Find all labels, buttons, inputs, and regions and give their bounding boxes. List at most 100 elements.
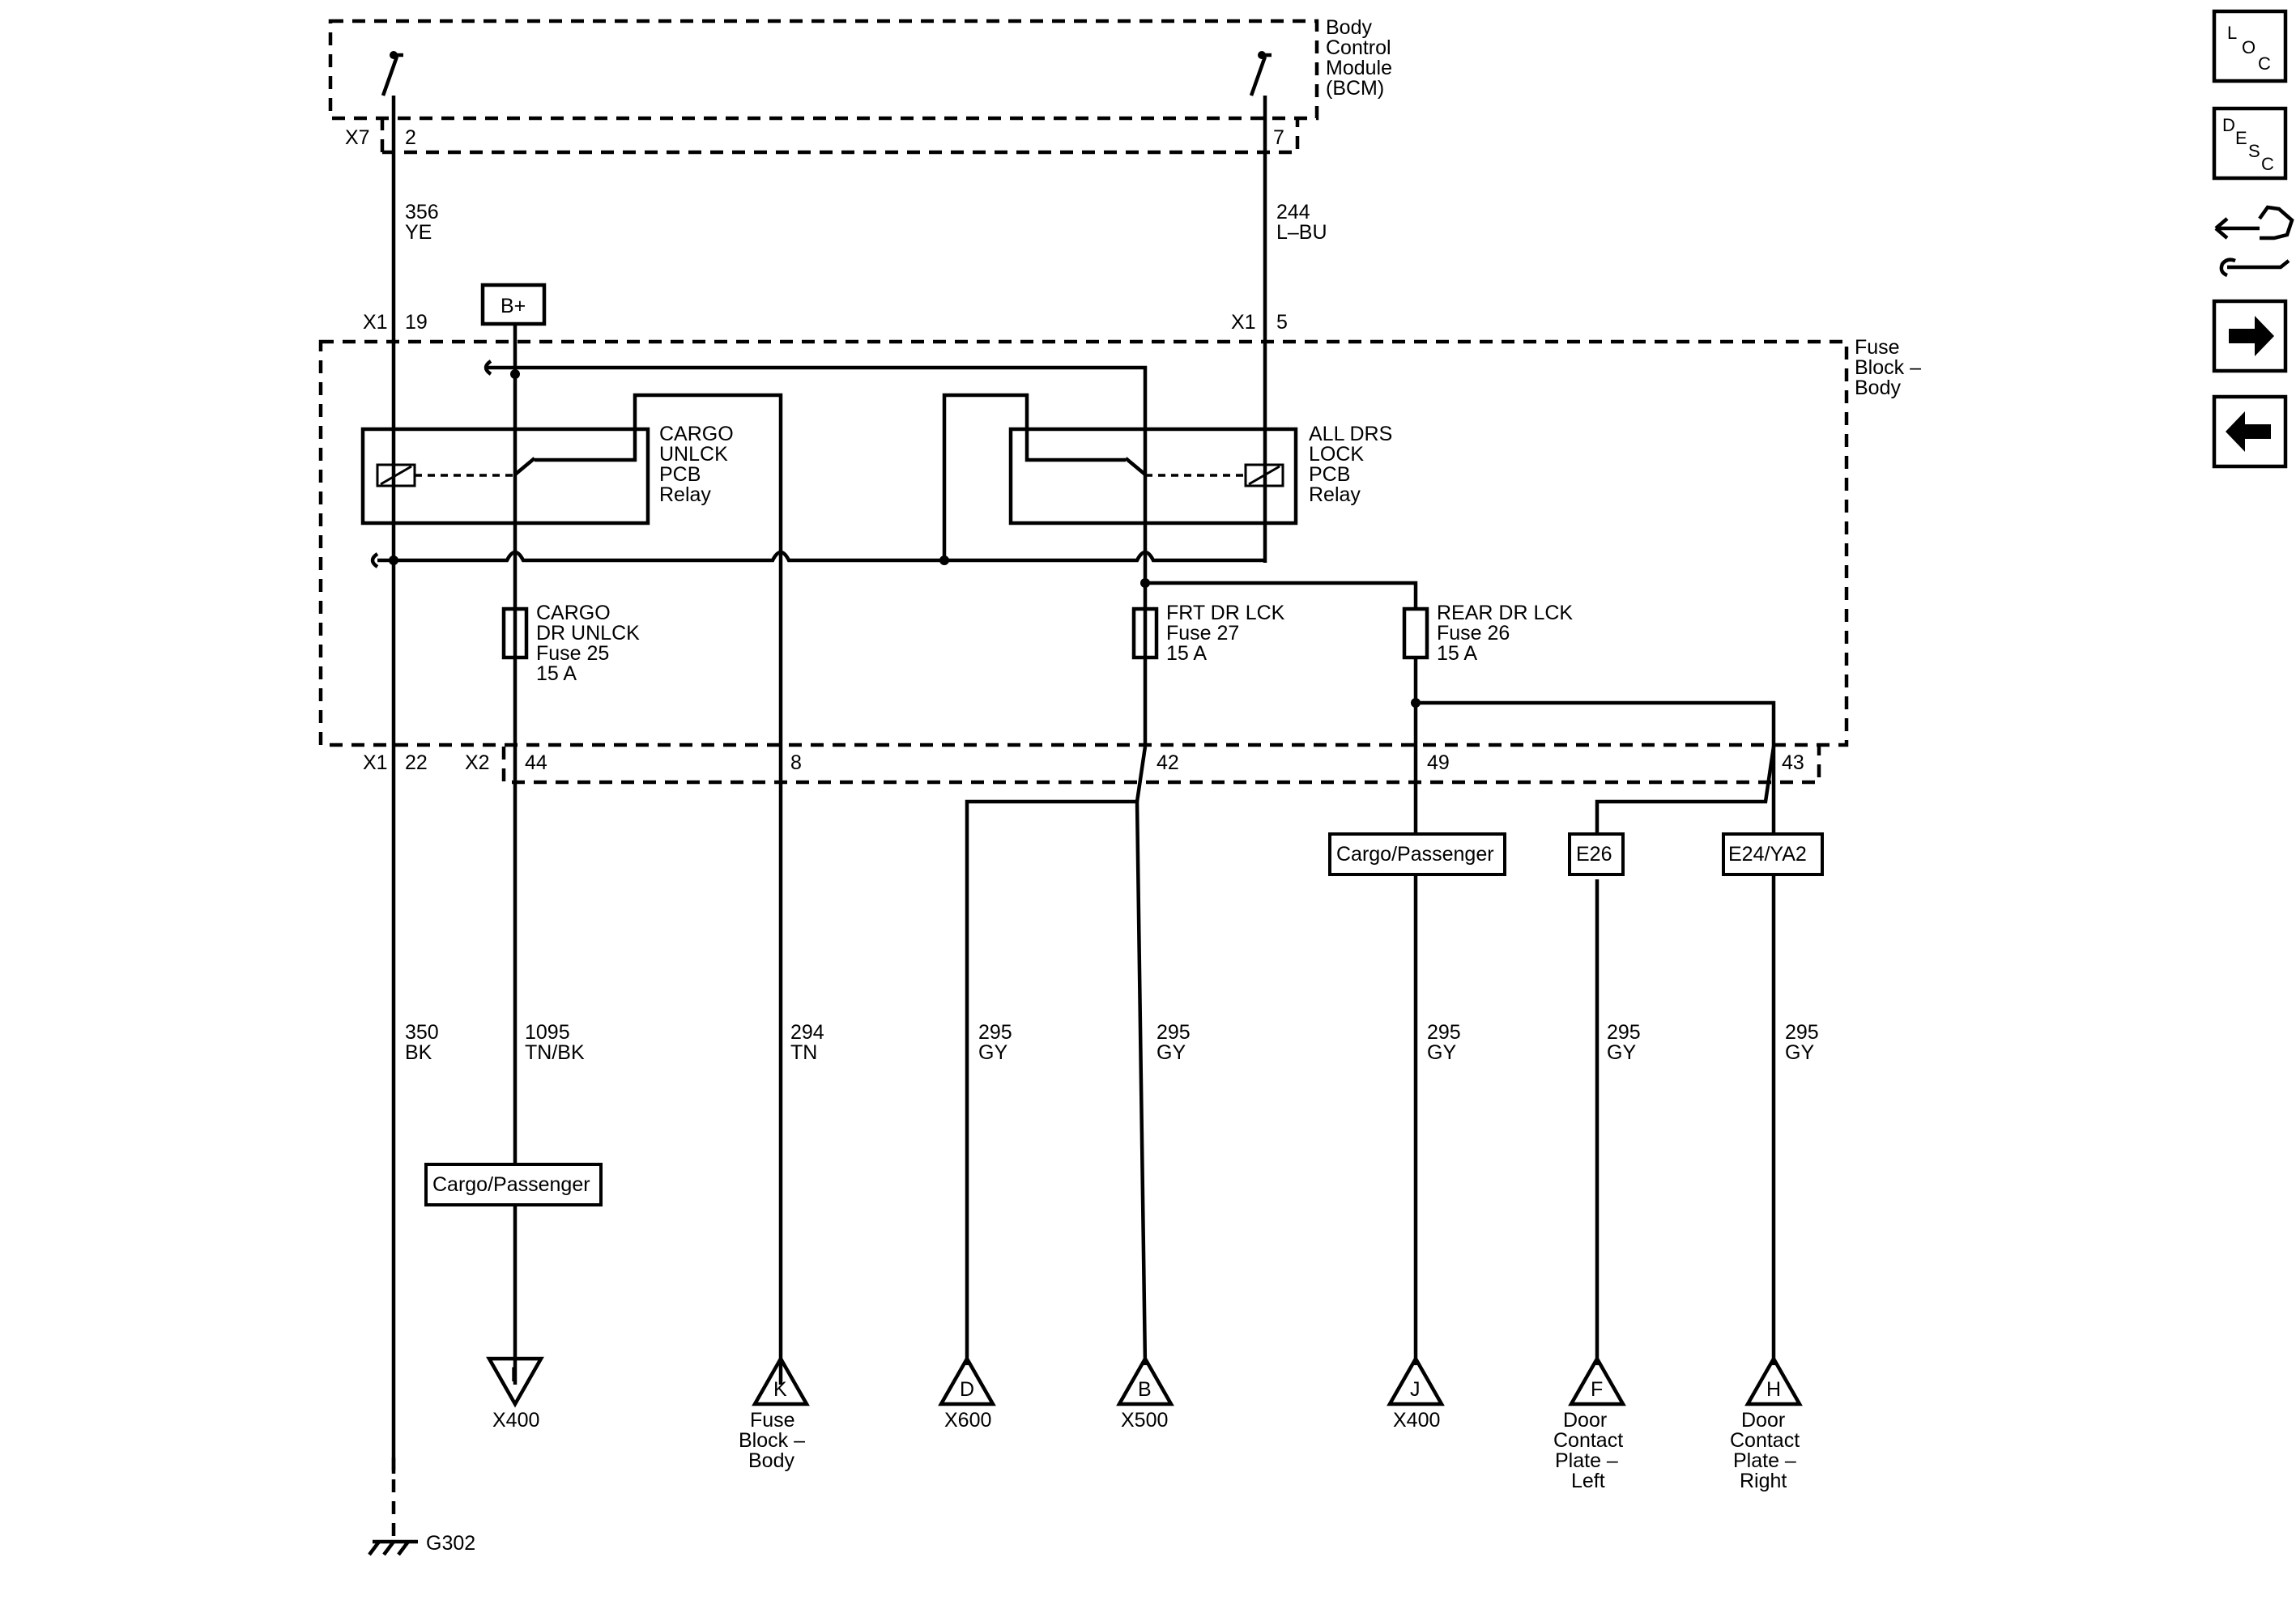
bcm-label-4: (BCM) xyxy=(1326,77,1384,100)
wire-350-color: BK xyxy=(405,1041,432,1064)
desc-letter-c: C xyxy=(2261,154,2274,174)
destination-i: I X400 xyxy=(486,1356,544,1432)
pin-49: 49 xyxy=(1427,751,1450,774)
bcm-connector-x7: X7 xyxy=(345,126,370,149)
relay-lock-label-1: ALL DRS xyxy=(1309,423,1392,445)
wire-295-j-color: GY xyxy=(1427,1041,1456,1064)
option-cargo-passenger-lower: Cargo/Passenger xyxy=(424,1163,603,1206)
wire-350-circuit: 350 xyxy=(405,1021,439,1044)
x1-connector-right: X1 xyxy=(1231,311,1256,334)
battery-positive: B+ xyxy=(480,283,547,326)
bcm-label-2: Control xyxy=(1326,36,1391,59)
wire-356-circuit: 356 xyxy=(405,201,439,223)
destination-b: B X500 xyxy=(1116,1355,1174,1432)
destination-f-label-2: Contact xyxy=(1553,1429,1623,1452)
destination-h-label-2: Contact xyxy=(1730,1429,1800,1452)
wire-295-h-color: GY xyxy=(1785,1041,1814,1064)
ground-label: G302 xyxy=(426,1532,475,1555)
destination-d-label: X600 xyxy=(944,1409,991,1432)
wire-295-d-circuit: 295 xyxy=(978,1021,1012,1044)
desc-letter-s: S xyxy=(2248,141,2260,161)
fuse-block-label-1: Fuse xyxy=(1855,336,1900,359)
arrow-right-icon xyxy=(2229,316,2274,356)
fuse-block: Fuse Block – Body xyxy=(318,336,1921,747)
wire-295-b-color: GY xyxy=(1157,1041,1186,1064)
destination-i-label: X400 xyxy=(492,1409,539,1432)
destination-f-label-4: Left xyxy=(1571,1470,1605,1492)
x1-pin-19: 19 xyxy=(405,311,428,334)
wire-295-h-circuit: 295 xyxy=(1785,1021,1819,1044)
ground-g302: G302 xyxy=(368,1457,475,1556)
fuse27-label-2: Fuse 27 xyxy=(1166,622,1239,645)
option-e24-ya2: E24/YA2 xyxy=(1722,832,1824,876)
destination-b-label: X500 xyxy=(1121,1409,1168,1432)
destination-k-letter: K xyxy=(773,1378,787,1401)
fuse26-label-1: REAR DR LCK xyxy=(1437,602,1573,624)
destination-f-label-1: Door xyxy=(1563,1409,1607,1432)
bcm-module: Body Control Module (BCM) xyxy=(328,16,1392,155)
wire-295-j-circuit: 295 xyxy=(1427,1021,1461,1044)
previous-page-button[interactable] xyxy=(2212,394,2288,469)
wire-294-circuit: 294 xyxy=(790,1021,824,1044)
connector-wrench-button[interactable] xyxy=(2214,205,2294,278)
wire-1095-color: TN/BK xyxy=(525,1041,585,1064)
destination-j: J X400 xyxy=(1387,1355,1445,1432)
fuse-block-label-3: Body xyxy=(1855,377,1901,399)
destination-b-letter: B xyxy=(1138,1378,1152,1401)
destination-k: K Fuse Block – Body xyxy=(739,1355,810,1472)
wire-244-color: L–BU xyxy=(1276,221,1327,244)
fuse27-label-3: 15 A xyxy=(1166,642,1207,665)
destination-h-label-3: Plate – xyxy=(1733,1449,1796,1472)
fuse27-label-1: FRT DR LCK xyxy=(1166,602,1285,624)
relay-lock-label-3: PCB xyxy=(1309,463,1350,486)
destination-f-letter: F xyxy=(1591,1378,1603,1401)
relay-cargo-label-3: PCB xyxy=(659,463,701,486)
fuse25-label-3: Fuse 25 xyxy=(536,642,609,665)
wire-356-color: YE xyxy=(405,221,432,244)
battery-label: B+ xyxy=(501,295,526,317)
destination-h-letter: H xyxy=(1766,1378,1781,1401)
destination-h: H Door Contact Plate – Right xyxy=(1730,1355,1803,1492)
desc-letter-d: D xyxy=(2222,115,2235,135)
relay-lock-label-2: LOCK xyxy=(1309,443,1364,466)
description-button[interactable]: D E S C xyxy=(2212,106,2288,181)
fuse25-label-1: CARGO xyxy=(536,602,611,624)
x1-connector-left: X1 xyxy=(363,311,388,334)
destination-k-label-3: Body xyxy=(748,1449,794,1472)
wire-244-circuit: 244 xyxy=(1276,201,1310,223)
relay-all-drs-lock: ALL DRS LOCK PCB Relay xyxy=(942,393,1392,560)
relay-cargo-label-1: CARGO xyxy=(659,423,734,445)
fuse25-label-2: DR UNLCK xyxy=(536,622,640,645)
bcm-label-1: Body xyxy=(1326,16,1372,39)
loc-letter-l: L xyxy=(2227,23,2237,43)
fuse26-label-2: Fuse 26 xyxy=(1437,622,1510,645)
connector-wrench-icon xyxy=(2214,205,2294,278)
destination-d: D X600 xyxy=(938,1355,996,1432)
fuse-block-label-2: Block – xyxy=(1855,356,1921,379)
bottom-x1: X1 xyxy=(363,751,388,774)
pin-43: 43 xyxy=(1782,751,1804,774)
destination-k-label-2: Block – xyxy=(739,1429,805,1452)
destination-i-letter: I xyxy=(510,1364,516,1386)
desc-letter-e: E xyxy=(2235,128,2247,148)
destination-k-label-1: Fuse xyxy=(750,1409,795,1432)
relay-lock-label-4: Relay xyxy=(1309,483,1361,506)
option-cargo-passenger-upper: Cargo/Passenger xyxy=(1328,832,1506,876)
bottom-x1-pin-22: 22 xyxy=(405,751,428,774)
option-cargo-passenger-upper-label: Cargo/Passenger xyxy=(1336,843,1494,866)
destination-j-label: X400 xyxy=(1393,1409,1440,1432)
arrow-left-icon xyxy=(2226,411,2271,452)
pin-44: 44 xyxy=(525,751,547,774)
wire-295-d-color: GY xyxy=(978,1041,1007,1064)
option-e24-label: E24/YA2 xyxy=(1728,843,1807,866)
option-e26: E26 xyxy=(1568,832,1625,876)
x1-pin-5: 5 xyxy=(1276,311,1288,334)
bottom-x2: X2 xyxy=(465,751,490,774)
option-cargo-passenger-lower-label: Cargo/Passenger xyxy=(432,1173,590,1196)
location-button[interactable]: L O C xyxy=(2212,9,2288,83)
destination-f: F Door Contact Plate – Left xyxy=(1553,1355,1626,1492)
loc-letter-c: C xyxy=(2258,53,2271,74)
destination-f-label-3: Plate – xyxy=(1555,1449,1618,1472)
next-page-button[interactable] xyxy=(2212,299,2288,373)
